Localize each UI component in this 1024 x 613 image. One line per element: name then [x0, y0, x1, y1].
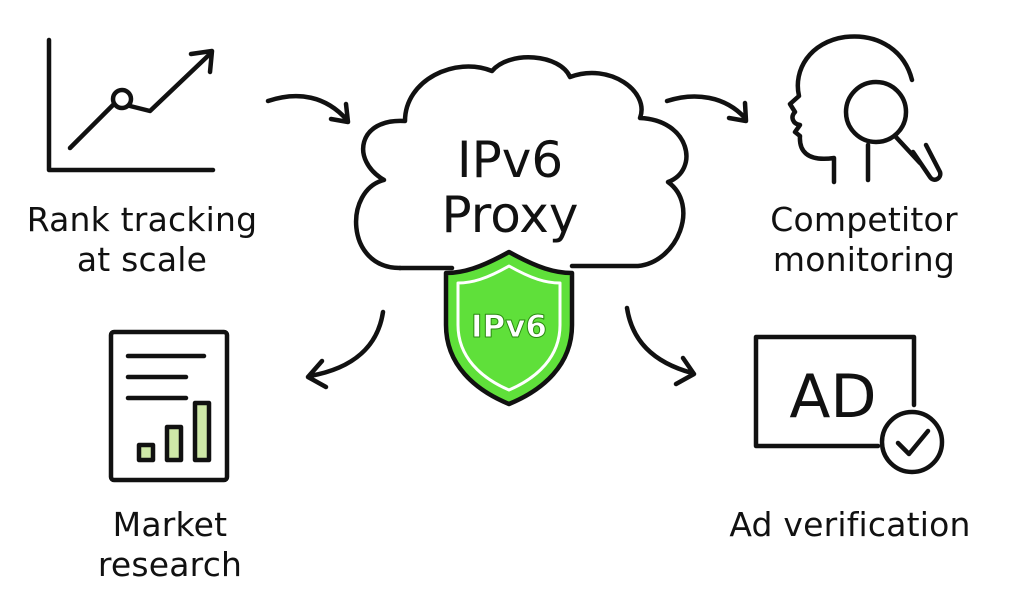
label-market-line2: research [97, 545, 243, 584]
label-competitor-monitoring: Competitor monitoring [744, 200, 984, 280]
ad-check-icon [753, 334, 945, 475]
line-chart-icon [46, 37, 216, 173]
label-ad-verification: Ad verification [710, 505, 990, 545]
label-market-research: Market research [70, 505, 270, 585]
report-document-icon [108, 329, 230, 483]
proxy-title-line2: Proxy [442, 186, 579, 244]
arrow-proxy-to-market [305, 309, 386, 390]
label-competitor-line2: monitoring [772, 240, 956, 279]
label-rank-tracking: Rank tracking at scale [8, 200, 276, 280]
label-rank-tracking-line2: at scale [76, 240, 208, 279]
label-market-line1: Market [112, 505, 228, 544]
ad-icon-text: AD [789, 362, 876, 432]
arrow-proxy-to-ad [624, 305, 697, 387]
head-magnifier-icon [787, 34, 943, 185]
arrow-rank-to-proxy [265, 93, 351, 125]
label-ad-line1: Ad verification [729, 505, 971, 544]
label-competitor-line1: Competitor [770, 200, 958, 239]
proxy-title-line1: IPv6 [457, 131, 563, 189]
shield-icon [443, 249, 575, 407]
label-rank-tracking-line1: Rank tracking [26, 200, 258, 239]
cloud-icon [353, 55, 689, 271]
arrow-proxy-to-competitor [664, 94, 749, 124]
shield-badge-label: IPv6 [471, 309, 547, 345]
